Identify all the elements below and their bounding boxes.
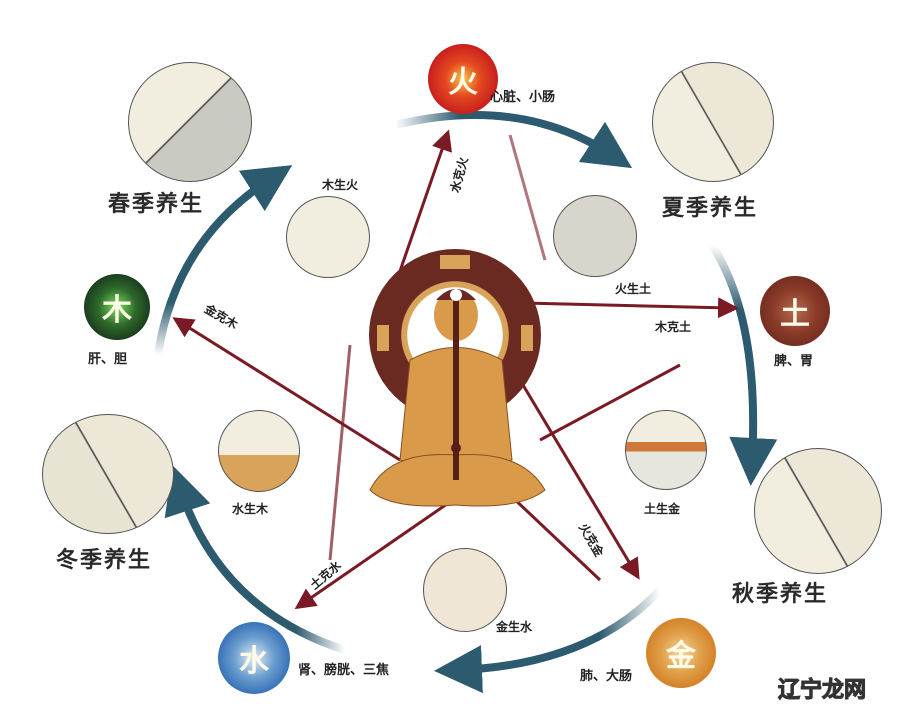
element-metal-char: 金 bbox=[666, 639, 696, 674]
cycle-arrow-wood-fire bbox=[154, 165, 293, 356]
summer-illustration bbox=[652, 62, 774, 182]
winter-illustration bbox=[42, 414, 174, 534]
label-wood-earth: 木克土 bbox=[655, 320, 692, 334]
label-earth-metal: 土生金 bbox=[644, 502, 681, 516]
cycle-arrow-water-wood bbox=[164, 465, 347, 654]
element-water: 水 bbox=[218, 622, 290, 694]
element-metal: 金 bbox=[646, 618, 716, 688]
element-fire: 火 bbox=[428, 44, 498, 114]
season-summer: 夏季养生 bbox=[662, 195, 759, 221]
organs-water: 肾、膀胱、三焦 bbox=[298, 663, 390, 678]
organs-metal: 肺、大肠 bbox=[580, 669, 633, 684]
water-wood-illustration bbox=[218, 410, 300, 492]
fire-earth-illustration bbox=[553, 195, 637, 277]
metal-water-illustration bbox=[423, 548, 507, 632]
cycle-arrow-earth-metal bbox=[708, 242, 778, 486]
season-autumn: 秋季养生 bbox=[732, 581, 829, 607]
organs-fire: 心脏、小肠 bbox=[490, 90, 556, 105]
watermark-part2: 龙网 bbox=[822, 678, 867, 704]
watermark-part1: 辽宁 bbox=[777, 678, 823, 704]
element-earth: 土 bbox=[760, 276, 830, 346]
spring-illustration bbox=[128, 62, 252, 182]
element-wood: 木 bbox=[84, 274, 150, 340]
cycle-arrow-metal-water bbox=[434, 587, 663, 694]
element-water-char: 水 bbox=[239, 644, 269, 679]
element-wood-char: 木 bbox=[102, 293, 132, 328]
season-winter: 冬季养生 bbox=[56, 547, 153, 573]
element-earth-char: 土 bbox=[780, 297, 810, 332]
watermark: 辽宁龙网 bbox=[777, 672, 867, 704]
organs-wood: 肝、胆 bbox=[88, 352, 128, 367]
cycle-arrow-fire-earth bbox=[394, 111, 633, 169]
meditating-figure bbox=[369, 249, 546, 507]
label-metal-water: 金生水 bbox=[496, 620, 533, 634]
earth-metal-illustration bbox=[625, 410, 707, 490]
element-fire-char: 火 bbox=[448, 65, 478, 100]
wood-fire-illustration bbox=[286, 196, 370, 278]
label-wood-fire: 木生火 bbox=[322, 178, 359, 192]
label-water-wood: 水生木 bbox=[232, 502, 269, 516]
season-spring: 春季养生 bbox=[108, 191, 205, 217]
organs-earth: 脾、胃 bbox=[774, 354, 814, 369]
label-fire-earth: 火生土 bbox=[615, 282, 652, 296]
autumn-illustration bbox=[754, 448, 882, 574]
